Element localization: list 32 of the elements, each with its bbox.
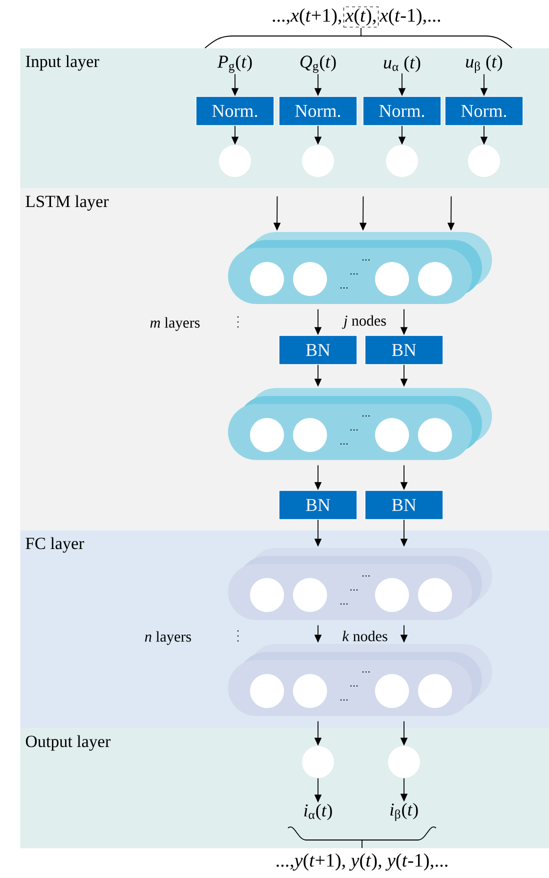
sequence-text: x(t-1),... [380, 8, 440, 26]
batch-norm-box: BN [364, 490, 444, 520]
neuron-layer-drawing [228, 388, 492, 460]
layer-count-label: n layers [145, 631, 191, 645]
sequence-text: ...,y(t+1), y(t), y(t-1),... [276, 853, 448, 871]
batch-norm-box: BN [278, 335, 358, 365]
layer-count-label: m layers [150, 317, 200, 331]
neuron-layer-drawing [228, 644, 492, 716]
norm-box: Norm. [278, 96, 358, 126]
layer-count-label: k nodes [342, 630, 388, 642]
input-variable: u$_{β}$ (t) [466, 54, 502, 74]
neuron-circle [468, 145, 500, 177]
output-variable: i$_{α}$(t) [304, 804, 332, 820]
neuron-circle [388, 746, 420, 778]
neuron-circle [302, 145, 334, 177]
norm-box: Norm. [362, 96, 442, 126]
layer-count-label: j nodes [342, 315, 386, 329]
sequence-item: x(t), [343, 6, 379, 28]
neuron-circle [302, 746, 334, 778]
input-variable: P$_{g}$(t) [217, 55, 252, 73]
batch-norm-box: BN [364, 335, 444, 365]
batch-norm-box: BN [278, 490, 358, 520]
neuron-layer-drawing [228, 548, 492, 620]
norm-box: Norm. [196, 96, 274, 126]
neuron-layer-drawing [228, 232, 492, 304]
output-variable: i$_{β}$(t) [390, 802, 418, 822]
input-variable: Q$_{g}$(t) [300, 55, 336, 73]
neuron-circle [219, 145, 251, 177]
input-variable: u$_{α}$ (t) [384, 56, 420, 72]
norm-box: Norm. [444, 96, 524, 126]
sequence-text: ...,x(t+1), [272, 8, 342, 26]
neuron-circle [386, 145, 418, 177]
